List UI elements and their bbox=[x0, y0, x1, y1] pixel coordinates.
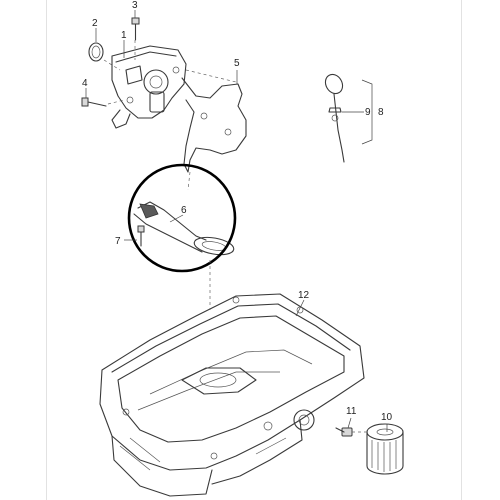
callout-7: 7 bbox=[115, 236, 121, 247]
side-bolt[interactable] bbox=[81, 97, 107, 107]
oil-filter[interactable] bbox=[366, 423, 404, 475]
callout-5: 5 bbox=[234, 58, 240, 69]
right-frame-panel bbox=[461, 0, 500, 500]
callout-6: 6 bbox=[181, 205, 187, 216]
detail-highlight-circle bbox=[127, 163, 237, 273]
left-frame-panel bbox=[0, 0, 47, 500]
assembly-guide-lines bbox=[103, 40, 368, 433]
callout-4: 4 bbox=[82, 78, 88, 89]
callout-8: 8 bbox=[378, 107, 384, 118]
top-bolt[interactable] bbox=[131, 17, 140, 41]
callout-1: 1 bbox=[121, 30, 127, 41]
pump-gasket[interactable] bbox=[181, 77, 247, 173]
callout-11: 11 bbox=[346, 406, 357, 417]
oil-pump-assembly[interactable] bbox=[111, 45, 187, 129]
oil-pan[interactable] bbox=[99, 293, 365, 497]
callout-2: 2 bbox=[92, 18, 98, 29]
callout-leader-lines bbox=[85, 10, 388, 432]
callout-3: 3 bbox=[132, 0, 138, 11]
callout-9: 9 bbox=[365, 107, 371, 118]
oil-pickup-tube[interactable] bbox=[133, 201, 235, 257]
drain-plug[interactable] bbox=[335, 427, 353, 437]
pickup-bolt[interactable] bbox=[137, 225, 145, 247]
callout-labels: 1 2 3 4 5 6 7 8 9 10 11 12 bbox=[82, 0, 393, 423]
seal-ring[interactable] bbox=[88, 42, 104, 62]
callout-10: 10 bbox=[381, 412, 393, 423]
callout-12: 12 bbox=[298, 290, 310, 301]
dipstick-assembly[interactable] bbox=[322, 71, 346, 163]
